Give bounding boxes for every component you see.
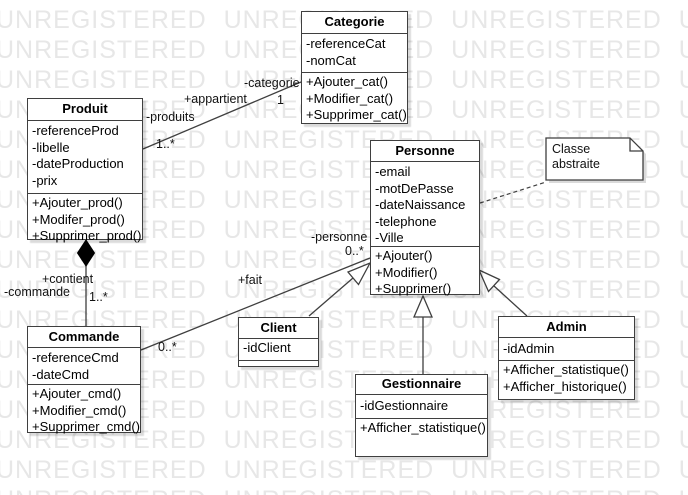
class-attributes: -idGestionnaire [356, 395, 487, 418]
member-line: +Modifier_cmd() [32, 402, 127, 418]
member-line: -Ville [375, 230, 404, 245]
member-line: -referenceProd [32, 123, 119, 138]
class-methods: +Afficher_statistique()+Afficher_histori… [499, 360, 634, 399]
class-title: Gestionnaire [356, 375, 487, 395]
class-title: Client [239, 318, 318, 339]
edge-role-categorie[interactable]: -categorie [244, 76, 300, 90]
edge-role-personne[interactable]: -personne [311, 230, 368, 244]
class-produit[interactable]: Produit -referenceProd-libelle-dateProdu… [27, 98, 143, 243]
member-line: +Modifier_cat() [306, 90, 394, 106]
member-line: +Afficher_statistique() [503, 362, 629, 377]
edge-role-commande[interactable]: -commande [4, 285, 70, 299]
class-client[interactable]: Client -idClient [238, 317, 319, 367]
member-line: -telephone [375, 213, 437, 229]
class-methods: +Ajouter_cat()+Modifier_cat()+Supprimer_… [302, 72, 407, 124]
class-title: Admin [499, 317, 634, 338]
class-attributes: -idClient [239, 339, 318, 360]
class-title: Categorie [302, 12, 407, 34]
note-shape[interactable] [545, 137, 644, 181]
member-line: +Ajouter_cat() [306, 74, 389, 89]
class-attributes: -referenceCat-nomCat [302, 34, 407, 72]
class-attributes: -referenceProd-libelle-dateProduction-pr… [28, 121, 142, 193]
class-methods [239, 360, 318, 366]
edge-personne-note[interactable] [479, 181, 547, 204]
watermark-row: UNREGISTERED UNREGISTERED UNREGISTERED U… [0, 246, 688, 274]
member-line: +Supprimer_prod() [32, 228, 142, 243]
class-commande[interactable]: Commande -referenceCmd-dateCmd +Ajouter_… [27, 326, 141, 436]
class-attributes: -idAdmin [499, 338, 634, 360]
class-title: Produit [28, 99, 142, 121]
member-line: -referenceCmd [32, 350, 119, 365]
member-line: Classe [552, 142, 591, 156]
class-admin[interactable]: Admin -idAdmin +Afficher_statistique()+A… [498, 316, 635, 400]
member-line: -nomCat [306, 52, 356, 68]
class-title: Personne [371, 141, 479, 162]
watermark-row: UNREGISTERED UNREGISTERED UNREGISTERED U… [0, 486, 688, 495]
member-line: +Supprimer() [375, 281, 452, 296]
edge-admin-personne[interactable] [493, 285, 528, 317]
edge-client-personne[interactable] [308, 277, 354, 317]
edge-multiplicity-personne[interactable]: 0..* [345, 244, 364, 258]
edge-produit-categorie[interactable] [142, 81, 302, 150]
watermark-row: UNREGISTERED UNREGISTERED UNREGISTERED U… [0, 456, 688, 484]
member-line: abstraite [552, 157, 600, 171]
class-methods: +Afficher_statistique() [356, 418, 487, 456]
class-methods: +Ajouter_cmd()+Modifier_cmd()+Supprimer_… [28, 384, 140, 436]
class-title: Commande [28, 327, 140, 348]
member-line: -libelle [32, 139, 70, 155]
member-line: +Modifer_prod() [32, 211, 125, 227]
class-categorie[interactable]: Categorie -referenceCat-nomCat +Ajouter_… [301, 11, 408, 124]
inheritance-triangle-icon[interactable] [346, 261, 372, 286]
class-gestionnaire[interactable]: Gestionnaire -idGestionnaire +Afficher_s… [355, 374, 488, 457]
member-line: -dateNaissance [375, 197, 466, 212]
member-line: -idGestionnaire [360, 398, 449, 413]
edge-label-contient[interactable]: +contient [42, 272, 94, 286]
member-line: -prix [32, 172, 58, 188]
class-methods: +Ajouter()+Modifier()+Supprimer() [371, 246, 479, 298]
member-line: -dateProduction [32, 156, 124, 171]
edge-label-fait[interactable]: +fait [238, 273, 262, 287]
edge-label-appartient[interactable]: +appartient [184, 92, 247, 106]
member-line: -idAdmin [503, 341, 555, 356]
member-line: +Modifier() [375, 264, 438, 280]
member-line: +Ajouter_prod() [32, 195, 123, 210]
member-line: -email [375, 164, 411, 179]
member-line: +Supprimer_cmd() [32, 419, 141, 434]
class-methods: +Ajouter_prod()+Modifer_prod()+Supprimer… [28, 193, 142, 245]
edge-role-produits[interactable]: -produits [146, 110, 195, 124]
edge-multiplicity-commande[interactable]: 1..* [89, 290, 108, 304]
edge-multiplicity-produits[interactable]: 1..* [156, 137, 175, 151]
edge-commande-personne[interactable] [140, 257, 371, 351]
edge-multiplicity-categorie[interactable]: 1 [277, 93, 284, 107]
member-line: +Ajouter_cmd() [32, 386, 122, 401]
member-line: +Afficher_historique() [503, 378, 627, 394]
composition-diamond-icon[interactable] [76, 239, 96, 267]
member-line: -referenceCat [306, 36, 386, 51]
note-fold-icon [629, 138, 643, 152]
edge-multiplicity-commande-fait[interactable]: 0..* [158, 340, 177, 354]
member-line: -idClient [243, 340, 291, 355]
member-line: +Ajouter() [375, 248, 433, 263]
member-line: +Supprimer_cat() [306, 107, 407, 122]
watermark-row: UNREGISTERED UNREGISTERED UNREGISTERED U… [0, 276, 688, 304]
class-personne[interactable]: Personne -email-motDePasse-dateNaissance… [370, 140, 480, 298]
class-attributes: -referenceCmd-dateCmd [28, 348, 140, 384]
class-attributes: -email-motDePasse-dateNaissance-telephon… [371, 162, 479, 246]
member-line: -dateCmd [32, 366, 90, 382]
inheritance-triangle-icon[interactable] [413, 294, 433, 318]
inheritance-triangle-icon[interactable] [477, 268, 501, 293]
member-line: -motDePasse [375, 180, 454, 196]
member-line: +Afficher_statistique() [360, 420, 486, 435]
